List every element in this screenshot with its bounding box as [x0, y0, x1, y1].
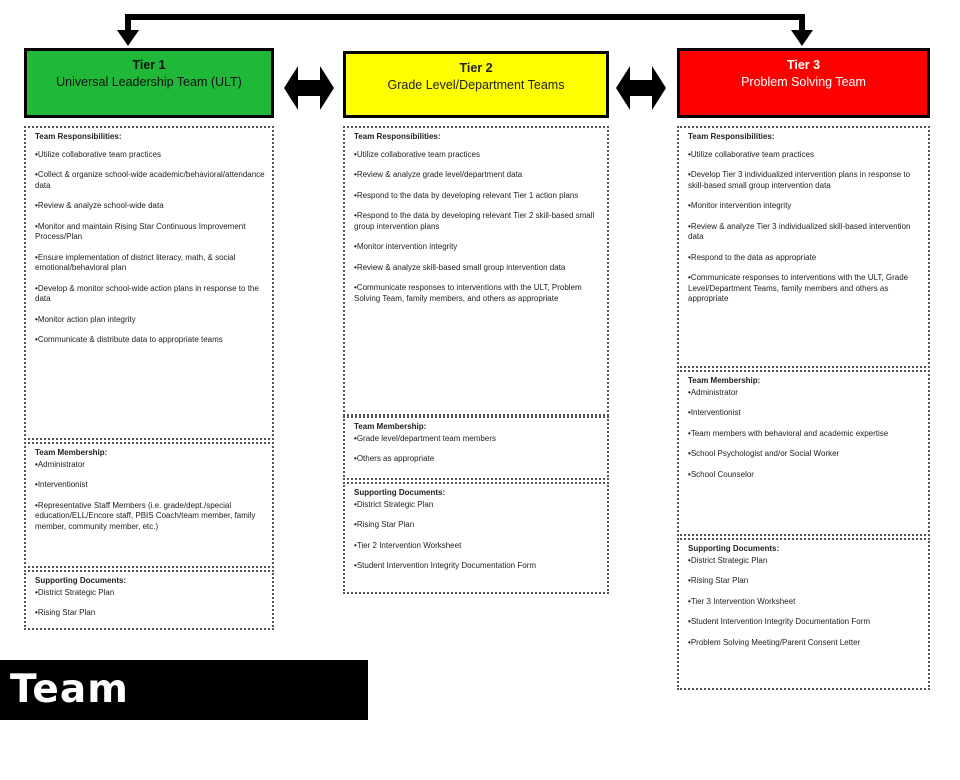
tier3-header: Tier 3 Problem Solving Team — [677, 48, 930, 118]
tier2-membership-list: Grade level/department team members Othe… — [354, 434, 600, 465]
list-item: Respond to the data by developing releva… — [354, 211, 600, 232]
tier3-documents-list: District Strategic Plan Rising Star Plan… — [688, 556, 921, 649]
list-item: District Strategic Plan — [354, 500, 600, 511]
list-item: Administrator — [35, 460, 265, 471]
tier1-membership-list: Administrator Interventionist Representa… — [35, 460, 265, 533]
list-item: District Strategic Plan — [688, 556, 921, 567]
tier1-title: Tier 1 — [132, 58, 166, 72]
tier1-membership-heading: Team Membership: — [35, 448, 108, 457]
list-item: Student Intervention Integrity Documenta… — [688, 617, 921, 628]
list-item: Team members with behavioral and academi… — [688, 429, 921, 440]
tier1-membership-box: Team Membership: Administrator Intervent… — [24, 442, 274, 568]
tier1-documents-box: Supporting Documents: District Strategic… — [24, 570, 274, 630]
list-item: Interventionist — [688, 408, 921, 419]
tier2-header: Tier 2 Grade Level/Department Teams — [343, 51, 609, 118]
list-item: Rising Star Plan — [35, 608, 265, 619]
tier1-responsibilities-heading: Team Responsibilities: — [35, 132, 122, 141]
tier2-documents-heading: Supporting Documents: — [354, 488, 446, 497]
tier2-documents-box: Supporting Documents: District Strategic… — [343, 482, 609, 594]
list-item: Review & analyze school-wide data — [35, 201, 265, 212]
list-item: Communicate responses to interventions w… — [688, 273, 921, 305]
tier3-documents-box: Supporting Documents: District Strategic… — [677, 538, 930, 690]
list-item: Grade level/department team members — [354, 434, 600, 445]
list-item: Rising Star Plan — [688, 576, 921, 587]
list-item: Utilize collaborative team practices — [354, 150, 600, 161]
list-item: Administrator — [688, 388, 921, 399]
tier3-responsibilities-heading: Team Responsibilities: — [688, 132, 775, 141]
tier3-documents-heading: Supporting Documents: — [688, 544, 780, 553]
list-item: Review & analyze grade level/department … — [354, 170, 600, 181]
tier3-responsibilities-list: Utilize collaborative team practices Dev… — [688, 150, 921, 305]
tier1-responsibilities-box: Team Responsibilities: Utilize collabora… — [24, 126, 274, 440]
list-item: Tier 2 Intervention Worksheet — [354, 541, 600, 552]
tier3-title: Tier 3 — [786, 58, 821, 72]
list-item: Others as appropriate — [354, 454, 600, 465]
page-title: Team Structures — [0, 660, 368, 772]
list-item: Monitor intervention integrity — [354, 242, 600, 253]
tier1-documents-heading: Supporting Documents: — [35, 576, 127, 585]
list-item: Communicate responses to interventions w… — [354, 283, 600, 304]
list-item: Rising Star Plan — [354, 520, 600, 531]
list-item: Develop Tier 3 individualized interventi… — [688, 170, 921, 191]
list-item: Develop & monitor school-wide action pla… — [35, 284, 265, 305]
list-item: Review & analyze Tier 3 individualized s… — [688, 222, 921, 243]
tier1-subtitle: Universal Leadership Team (ULT) — [56, 75, 242, 89]
tier2-responsibilities-box: Team Responsibilities: Utilize collabora… — [343, 126, 609, 416]
list-item: Monitor and maintain Rising Star Continu… — [35, 222, 265, 243]
tier1-documents-list: District Strategic Plan Rising Star Plan — [35, 588, 265, 619]
list-item: Ensure implementation of district litera… — [35, 253, 265, 274]
list-item: Communicate & distribute data to appropr… — [35, 335, 265, 346]
list-item: Problem Solving Meeting/Parent Consent L… — [688, 638, 921, 649]
list-item: Monitor intervention integrity — [688, 201, 921, 212]
tier2-membership-box: Team Membership: Grade level/department … — [343, 416, 609, 480]
list-item: Student Intervention Integrity Documenta… — [354, 561, 600, 572]
double-arrow-icon-tier2-tier3 — [616, 66, 666, 110]
list-item: Respond to the data as appropriate — [688, 253, 921, 264]
double-arrow-icon-tier1-tier2 — [284, 66, 334, 110]
list-item: Collect & organize school-wide academic/… — [35, 170, 265, 191]
tier3-membership-heading: Team Membership: — [688, 376, 761, 385]
tier3-subtitle: Problem Solving Team — [741, 75, 866, 89]
list-item: School Psychologist and/or Social Worker — [688, 449, 921, 460]
tier3-membership-list: Administrator Interventionist Team membe… — [688, 388, 921, 481]
list-item: Utilize collaborative team practices — [35, 150, 265, 161]
list-item: Representative Staff Members (i.e. grade… — [35, 501, 265, 533]
list-item: Tier 3 Intervention Worksheet — [688, 597, 921, 608]
tier2-responsibilities-heading: Team Responsibilities: — [354, 132, 441, 141]
list-item: Utilize collaborative team practices — [688, 150, 921, 161]
tier1-responsibilities-list: Utilize collaborative team practices Col… — [35, 150, 265, 346]
list-item: Interventionist — [35, 480, 265, 491]
tier2-title: Tier 2 — [459, 61, 493, 75]
tier3-membership-box: Team Membership: Administrator Intervent… — [677, 370, 930, 536]
tier2-subtitle: Grade Level/Department Teams — [387, 78, 565, 92]
list-item: District Strategic Plan — [35, 588, 265, 599]
list-item: Respond to the data by developing releva… — [354, 191, 600, 202]
tier1-tier3-connector-arrow — [117, 14, 813, 46]
tier2-documents-list: District Strategic Plan Rising Star Plan… — [354, 500, 600, 572]
list-item: Review & analyze skill-based small group… — [354, 263, 600, 274]
list-item: School Counselor — [688, 470, 921, 481]
tier3-responsibilities-box: Team Responsibilities: Utilize collabora… — [677, 126, 930, 368]
list-item: Monitor action plan integrity — [35, 315, 265, 326]
tier2-responsibilities-list: Utilize collaborative team practices Rev… — [354, 150, 600, 305]
tier1-header: Tier 1 Universal Leadership Team (ULT) — [24, 48, 274, 118]
tier2-membership-heading: Team Membership: — [354, 422, 427, 431]
